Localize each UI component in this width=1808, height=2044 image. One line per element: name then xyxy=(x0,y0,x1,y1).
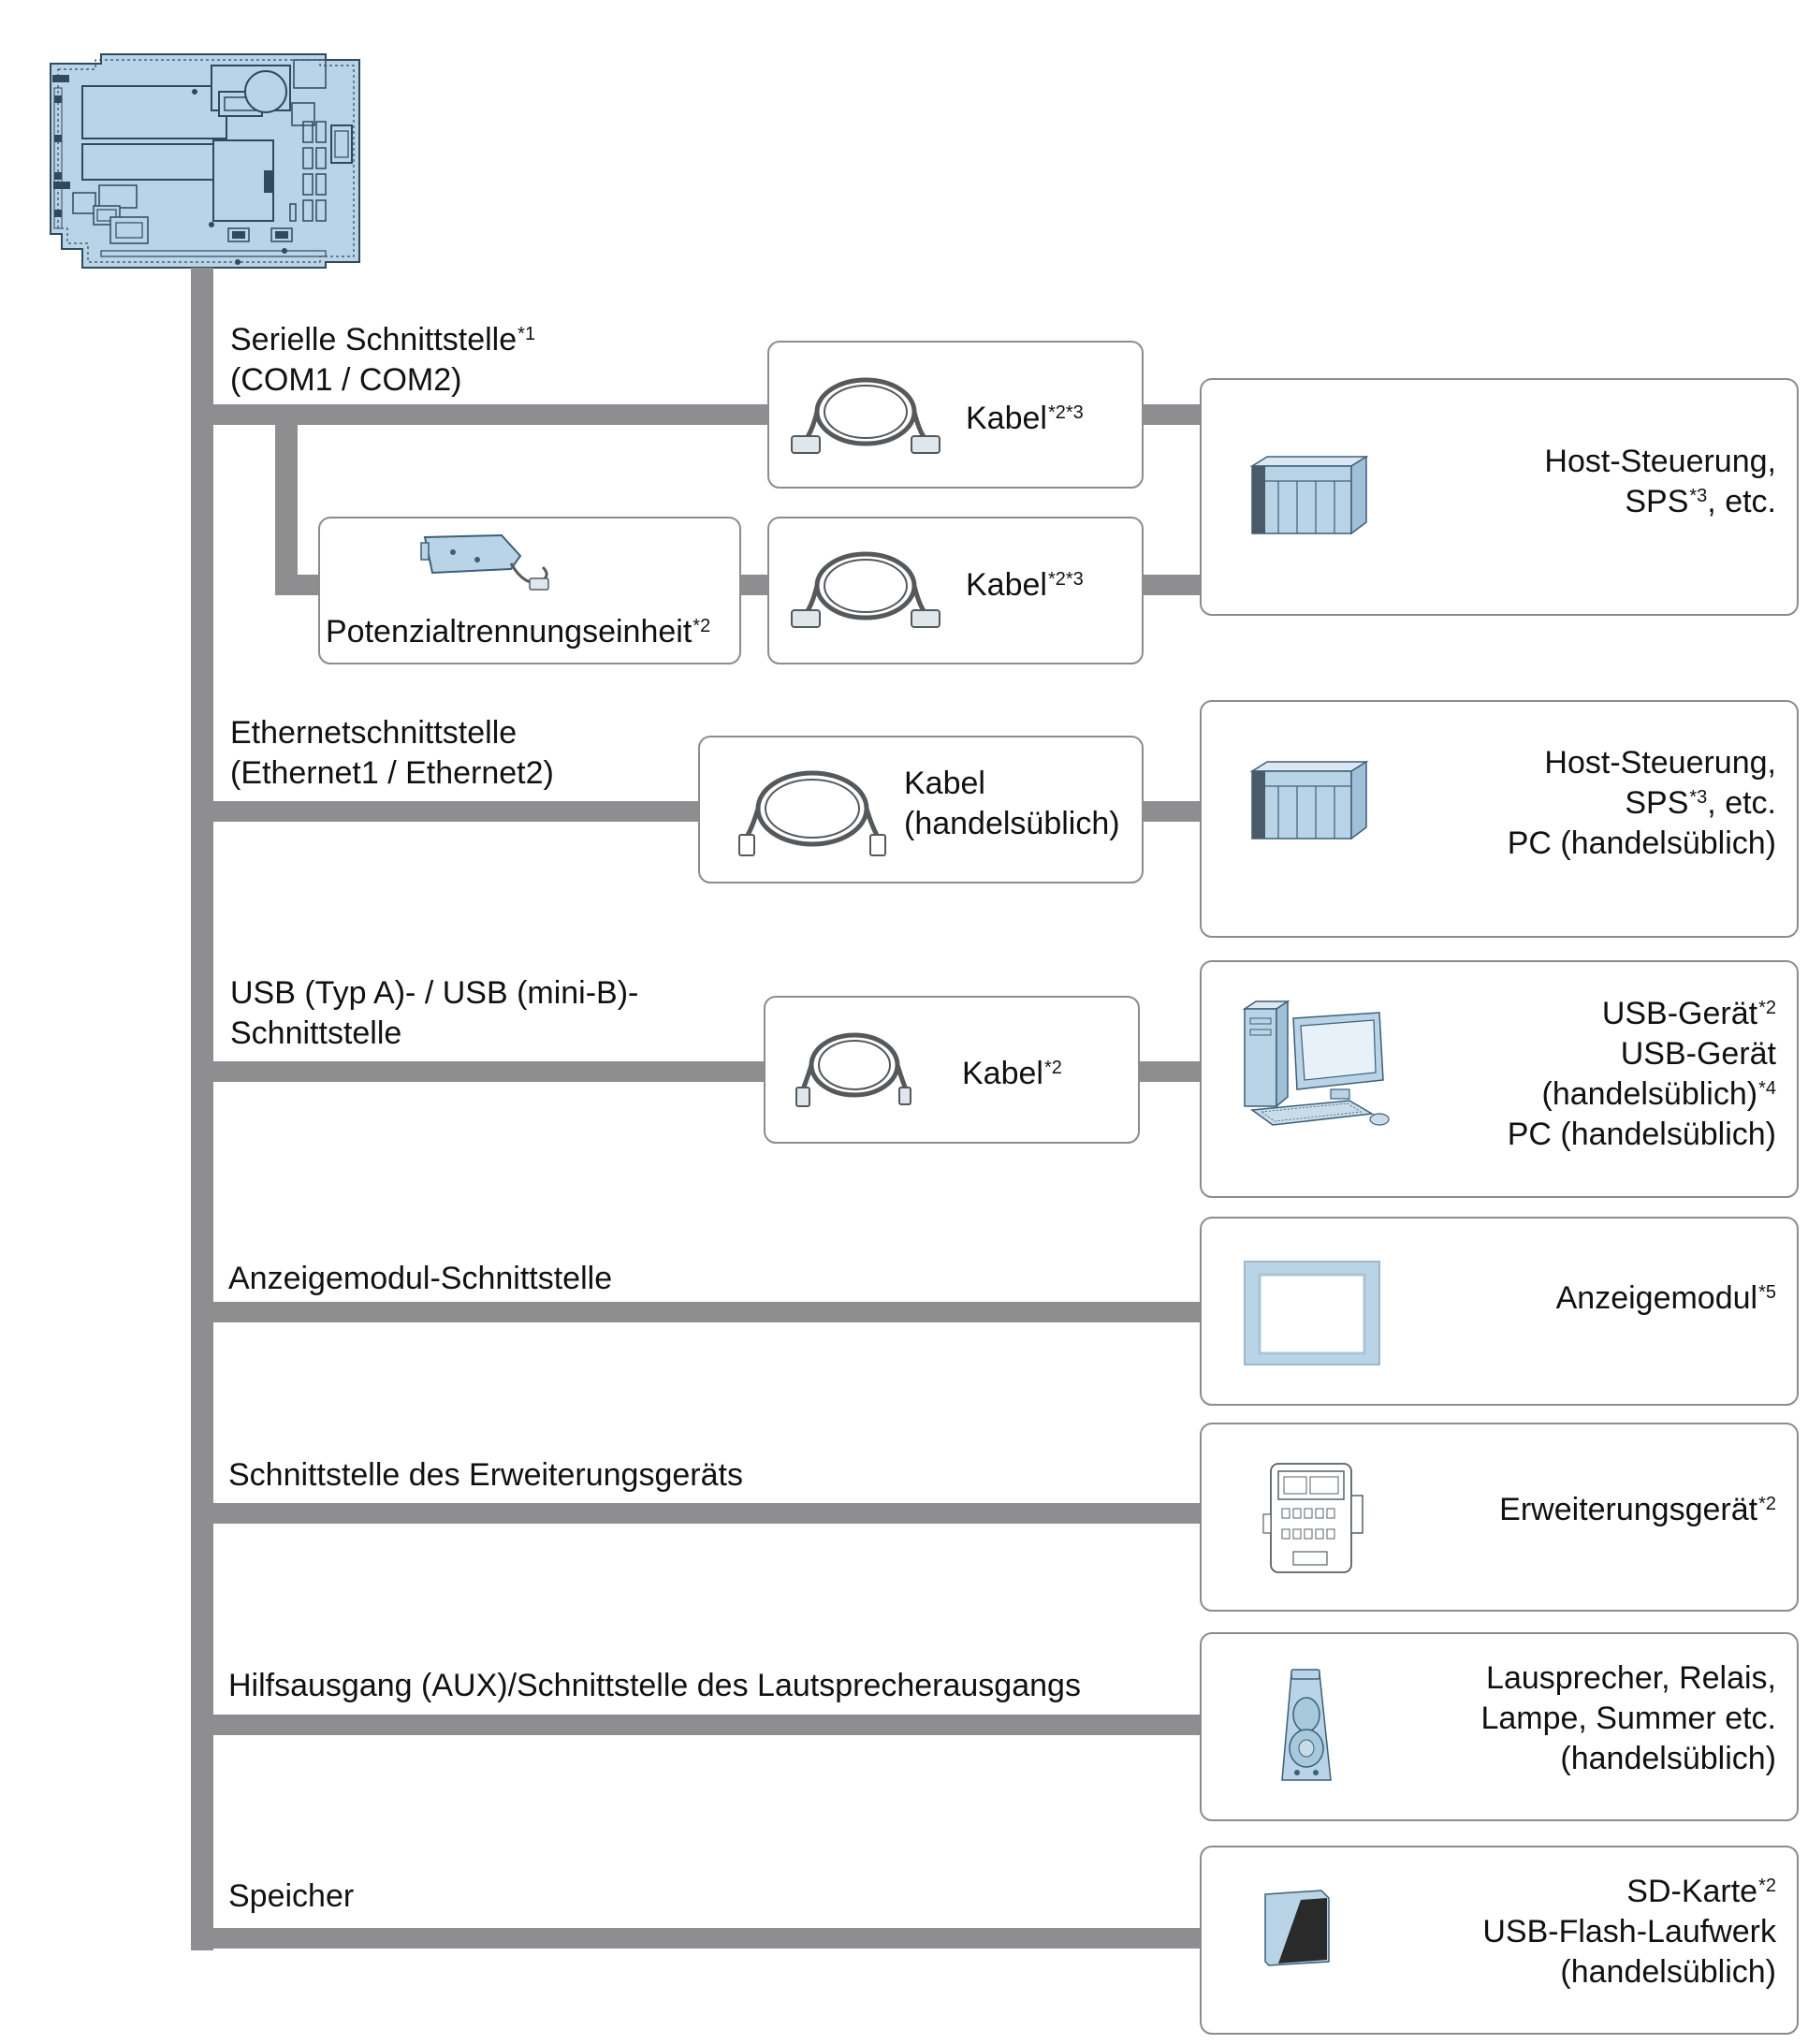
display-line xyxy=(202,1302,1203,1322)
plc-icon xyxy=(1249,760,1369,840)
serial-line-2-right xyxy=(1142,575,1203,595)
isolation-unit-box: Potenzialtrennungseinheit*2 xyxy=(318,517,741,664)
serial-cable-icon xyxy=(791,377,940,454)
ethernet-cable-label: Kabel xyxy=(904,766,985,801)
speaker-icon xyxy=(1281,1669,1332,1781)
usb-cable-icon xyxy=(795,1032,911,1107)
storage-interface-label: Speicher xyxy=(228,1878,355,1914)
pc-icon xyxy=(1242,1000,1390,1126)
aux-line xyxy=(202,1715,1203,1735)
usb-device-line1: USB-Gerät xyxy=(1601,996,1758,1031)
storage-line2: USB-Flash-Laufwerk xyxy=(1482,1914,1776,1949)
host-ethernet-box: Host-Steuerung, SPS*3, etc. PC (handelsü… xyxy=(1200,700,1799,938)
storage-line1: SD-Karte xyxy=(1626,1874,1758,1909)
expansion-interface-label: Schnittstelle des Erweiterungsgeräts xyxy=(228,1457,743,1493)
usb-devices-box: USB-Gerät*2 USB-Gerät (handelsüblich)*4 … xyxy=(1200,960,1799,1198)
aux-devices-box: Lausprecher, Relais, Lampe, Summer etc. … xyxy=(1200,1632,1799,1821)
usb-line-right xyxy=(1138,1061,1203,1082)
isolation-unit-icon xyxy=(420,533,549,591)
main-unit-back-icon xyxy=(50,53,360,269)
isolation-unit-label: Potenzialtrennungseinheit xyxy=(326,614,693,650)
serial-cable-2-label: Kabel xyxy=(966,567,1047,603)
isolation-to-cable-line xyxy=(739,575,771,595)
storage-line3: (handelsüblich) xyxy=(1560,1954,1776,1990)
usb-cable-label: Kabel xyxy=(962,1056,1043,1091)
ethernet-interface-label: Ethernetschnittstelle (Ethernet1 / Ether… xyxy=(230,715,554,791)
host-serial-line1: Host-Steuerung, xyxy=(1544,444,1776,479)
aux-interface-label: Hilfsausgang (AUX)/Schnittstelle des Lau… xyxy=(228,1668,1081,1703)
display-interface-label: Anzeigemodul-Schnittstelle xyxy=(228,1261,613,1296)
usb-interface-label: USB (Typ A)- / USB (mini-B)- Schnittstel… xyxy=(230,975,639,1051)
expansion-device-label: Erweiterungsgerät xyxy=(1499,1492,1758,1527)
main-trunk-line xyxy=(191,268,213,1950)
expansion-line xyxy=(202,1503,1203,1524)
expansion-device-box: Erweiterungsgerät*2 xyxy=(1200,1423,1799,1612)
isolation-branch-vertical xyxy=(275,416,298,595)
ethernet-cable-icon xyxy=(738,770,886,856)
ethernet-line-right xyxy=(1142,801,1203,822)
display-module-icon xyxy=(1244,1261,1380,1365)
isolation-branch-horizontal xyxy=(275,575,322,595)
usb-line xyxy=(202,1061,767,1082)
storage-devices-box: SD-Karte*2 USB-Flash-Laufwerk (handelsüb… xyxy=(1200,1846,1799,2035)
host-ethernet-line1: Host-Steuerung, xyxy=(1544,745,1776,781)
host-serial-box: Host-Steuerung, SPS*3, etc. xyxy=(1200,378,1799,616)
serial-line xyxy=(202,404,769,425)
serial-cable-box-1: Kabel*2*3 xyxy=(767,341,1144,489)
usb-device-line2: USB-Gerät xyxy=(1620,1036,1776,1072)
display-module-box: Anzeigemodul*5 xyxy=(1200,1217,1799,1406)
sd-card-icon xyxy=(1264,1890,1330,1966)
host-ethernet-line3: PC (handelsüblich) xyxy=(1507,825,1776,861)
plc-icon xyxy=(1249,455,1369,535)
ethernet-cable-box: Kabel (handelsüblich) xyxy=(698,736,1144,883)
usb-device-line3: (handelsüblich) xyxy=(1541,1076,1758,1112)
aux-line2: Lampe, Summer etc. xyxy=(1480,1701,1776,1736)
storage-line xyxy=(191,1928,1203,1949)
serial-cable-box-2: Kabel*2*3 xyxy=(767,517,1144,664)
ethernet-line xyxy=(202,801,700,822)
serial-cable-icon xyxy=(791,551,940,628)
serial-line-right xyxy=(1142,404,1203,425)
usb-device-line4: PC (handelsüblich) xyxy=(1507,1117,1776,1152)
serial-interface-label: Serielle Schnittstelle*1 (COM1 / COM2) xyxy=(230,322,536,398)
ethernet-cable-label-2: (handelsüblich) xyxy=(904,806,1120,841)
display-module-label: Anzeigemodul xyxy=(1555,1280,1758,1316)
usb-cable-box: Kabel*2 xyxy=(764,996,1140,1144)
serial-cable-1-label: Kabel xyxy=(966,401,1047,436)
aux-line1: Lausprecher, Relais, xyxy=(1486,1660,1776,1696)
expansion-unit-icon xyxy=(1262,1463,1363,1573)
aux-line3: (handelsüblich) xyxy=(1560,1741,1776,1776)
